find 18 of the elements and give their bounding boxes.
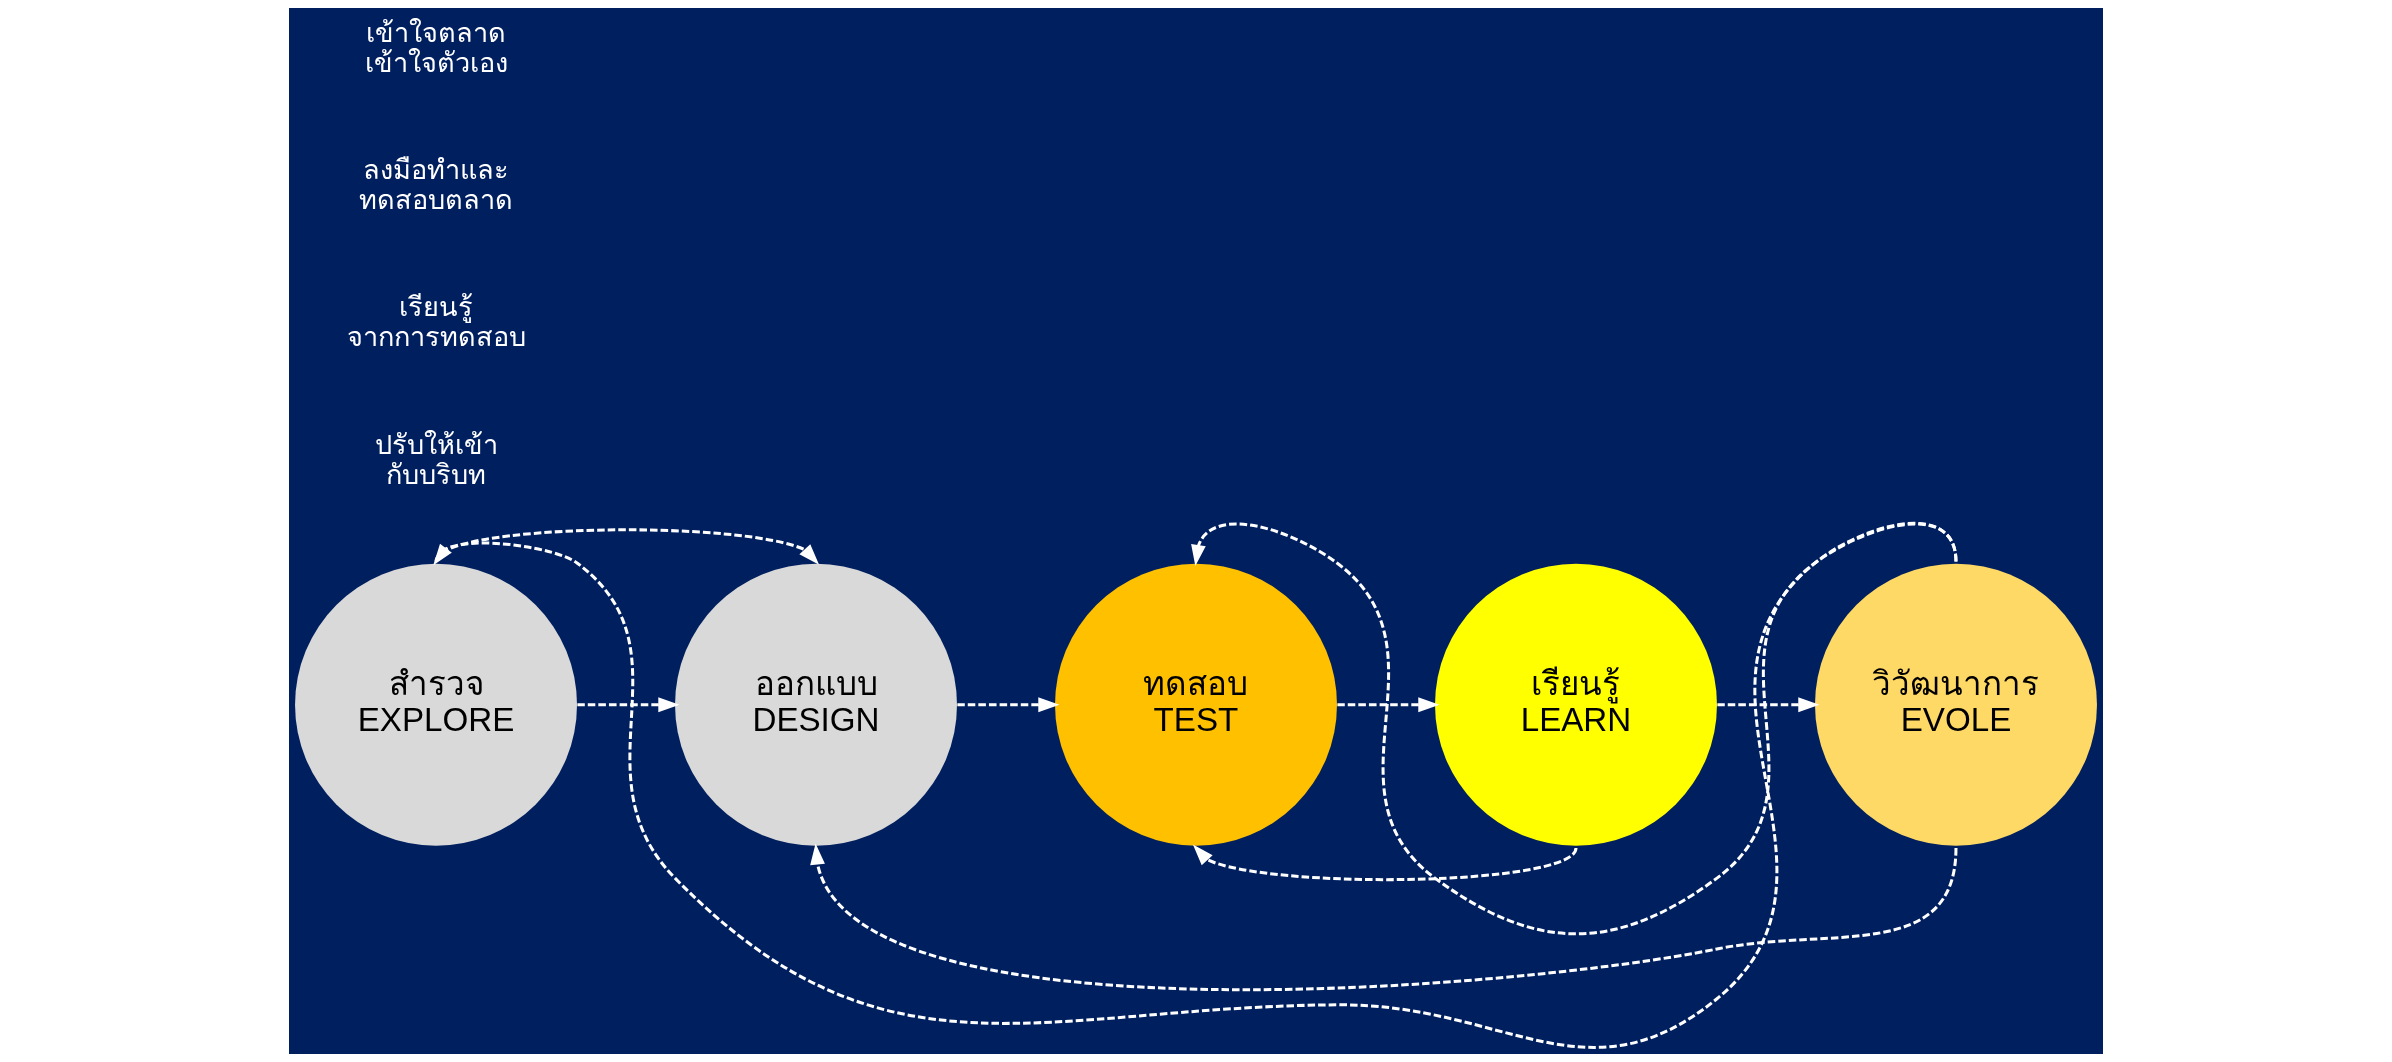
node-circle: เรียนรู้ LEARN <box>1435 563 1717 846</box>
node-circle: วิวัฒนาการ EVOLE <box>1815 563 2097 846</box>
node-circle: สำรวจ EXPLORE <box>295 563 577 846</box>
node-circle: ออกแบบ DESIGN <box>675 563 957 846</box>
node-circle: ทดสอบ TEST <box>1055 563 1337 846</box>
arrow <box>1717 697 1820 713</box>
label: ปรับให้เข้า กับบริบท <box>374 428 498 490</box>
arrow <box>433 522 1958 1049</box>
label: ลงมือทำและ ทดสอบตลาด <box>359 154 514 216</box>
arrow <box>1192 844 1578 882</box>
label: เข้าใจตลาด เข้าใจตัวเอง <box>364 16 508 79</box>
arrow <box>810 843 1958 991</box>
arrow <box>1191 522 1958 936</box>
label: เรียนรู้ จากการทดสอบ <box>346 291 526 353</box>
arrow <box>957 697 1060 713</box>
arrow <box>434 528 820 565</box>
arrow <box>577 697 680 713</box>
arrow <box>1337 697 1440 713</box>
